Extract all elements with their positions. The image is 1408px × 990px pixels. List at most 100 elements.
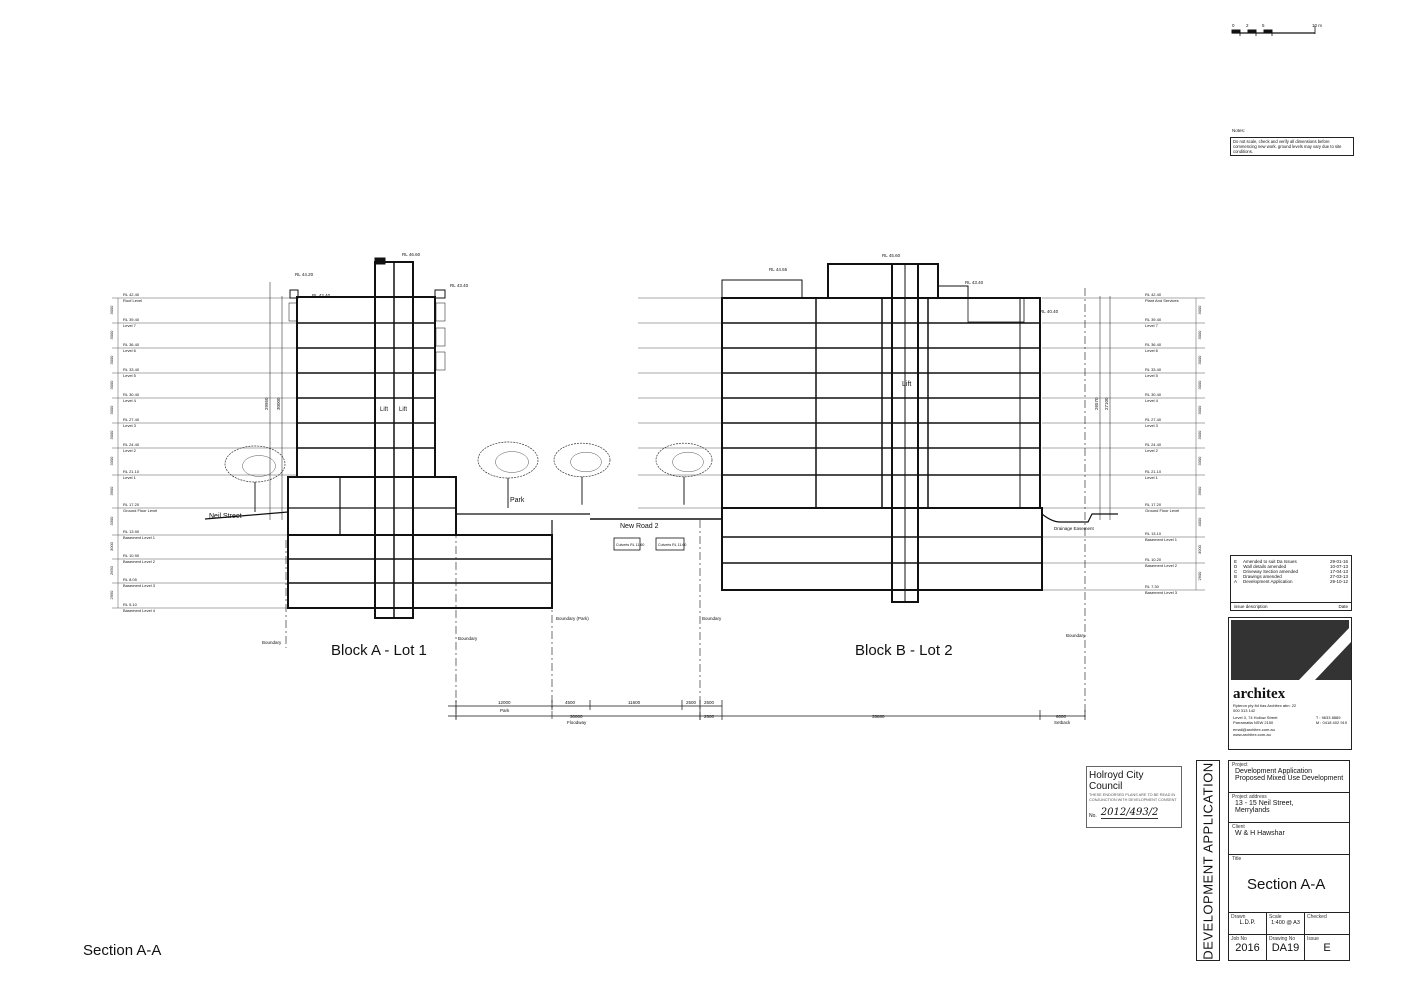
revision-desc: Wall details amended xyxy=(1243,564,1287,569)
left-level-name: Level 4 xyxy=(123,398,137,403)
drainage-label: Drainage Easement xyxy=(1054,526,1095,531)
left-level-rl: RL 36.40 xyxy=(123,342,140,347)
right-level-name: Basement Level 2 xyxy=(1145,563,1178,568)
revision-header-date: Date xyxy=(1338,604,1348,609)
drawn-value: L.D.P. xyxy=(1239,920,1256,926)
rl-b-roof1: RL 44.55 xyxy=(769,267,788,272)
left-level-rl: RL 27.40 xyxy=(123,417,140,422)
right-level-rl: RL 36.40 xyxy=(1145,342,1162,347)
revision-date: 17-04-13 xyxy=(1329,569,1348,574)
dim-row2-4: 6000 xyxy=(1056,714,1067,719)
development-application-text: DEVELOPMENT APPLICATION xyxy=(1200,761,1216,960)
left-level-dim: 3000 xyxy=(109,330,114,340)
left-level-dim: 3000 xyxy=(109,355,114,365)
left-level-rl: RL 5.10 xyxy=(123,602,138,607)
left-level-dim: 3000 xyxy=(109,305,114,315)
left-level-name: Level 1 xyxy=(123,475,137,480)
drawing-no-value: DA19 xyxy=(1271,941,1300,954)
left-level-rl: RL 39.40 xyxy=(123,317,140,322)
left-level-rl: RL 21.10 xyxy=(123,469,140,474)
left-level-rl: RL 13.90 xyxy=(123,529,140,534)
left-level-rl: RL 8.05 xyxy=(123,577,138,582)
right-level-rl: RL 13.10 xyxy=(1145,531,1162,536)
job-value: 2016 xyxy=(1235,941,1260,954)
revision-desc: Development Application xyxy=(1243,579,1293,584)
drawn-label: Drawn xyxy=(1231,914,1246,920)
new-road-label: New Road 2 xyxy=(620,523,659,530)
rl-top-a: RL 46.60 xyxy=(402,252,421,257)
dim-row2-3: 35880 xyxy=(872,714,885,719)
dim-row1-2: 4500 xyxy=(565,700,576,705)
boundary-label-2: Boundary xyxy=(458,636,478,641)
rl-b-roof3: RL 40.40 xyxy=(1040,309,1059,314)
architex-logo-icon xyxy=(1231,620,1351,680)
company-mobile: M : 0418 402 919 xyxy=(1315,720,1347,725)
left-level-rl: RL 33.40 xyxy=(123,367,140,372)
rl-a-roof1: RL 44.20 xyxy=(295,272,314,277)
scale-bar xyxy=(1231,26,1316,36)
culvert-box-1 xyxy=(613,537,641,551)
left-level-dim: 3000 xyxy=(109,380,114,390)
right-level-dim: 3000 xyxy=(1197,430,1202,440)
revision-code: C xyxy=(1234,569,1238,574)
left-level-dim: 3300 xyxy=(109,456,114,466)
project-line2: Proposed Mixed Use Development xyxy=(1235,775,1344,782)
revision-header-desc: issue description xyxy=(1234,604,1268,609)
job-label: Job No xyxy=(1231,935,1247,942)
height-b-2: 27100 xyxy=(1104,397,1109,410)
revision-code: A xyxy=(1234,579,1238,584)
left-level-rl: RL 24.40 xyxy=(123,442,140,447)
dim-floodway-caption: Floodway xyxy=(567,720,587,725)
right-level-rl: RL 17.20 xyxy=(1145,502,1162,507)
left-level-dim: 3000 xyxy=(109,541,114,551)
right-level-rl: RL 24.40 xyxy=(1145,442,1162,447)
right-level-dim: 3000 xyxy=(1197,355,1202,365)
dim-row1-5: 2500 xyxy=(704,700,715,705)
right-level-dim: 3000 xyxy=(1197,380,1202,390)
project-label: Project xyxy=(1232,762,1248,768)
revision-date: 29-01-16 xyxy=(1329,559,1348,564)
culvert-box-2 xyxy=(655,537,685,551)
right-level-dim: 3000 xyxy=(1197,405,1202,415)
company-name: architex xyxy=(1233,686,1286,702)
client-value: W & H Hawshar xyxy=(1235,830,1285,837)
boundary-markers xyxy=(285,288,1086,720)
left-level-dim: 2650 xyxy=(109,565,114,575)
left-level-dim: 3000 xyxy=(109,405,114,415)
left-level-dim: 3000 xyxy=(109,430,114,440)
dim-setback-caption: Setback xyxy=(1054,720,1071,725)
block-b-building xyxy=(721,263,1043,603)
company-address: Level 3, 74 Hollow Street Parramatta NSW… xyxy=(1233,715,1278,725)
lift-label-b: Lift xyxy=(902,381,911,388)
drawing-title: Section A-A xyxy=(1247,876,1326,893)
dim-row1-4: 2500 xyxy=(686,700,697,705)
boundary-label-3: Boundary xyxy=(702,616,722,621)
project-line1: Development Application xyxy=(1235,768,1313,775)
revision-desc: Amended to suit Da Issues xyxy=(1243,559,1297,564)
revision-code: D xyxy=(1234,564,1238,569)
dim-row1-1: 12000 xyxy=(498,700,511,705)
left-level-dim: 3900 xyxy=(109,486,114,496)
right-level-name: Level 6 xyxy=(1145,348,1159,353)
right-level-name: Level 7 xyxy=(1145,323,1159,328)
address-line1: 13 - 15 Neil Street, xyxy=(1235,800,1294,807)
height-a-1: 29950 xyxy=(264,397,269,410)
left-level-dim: 3300 xyxy=(109,516,114,526)
dim-row2-1: 30000 xyxy=(570,714,583,719)
lift-label-a1: Lift xyxy=(380,407,388,413)
right-level-dim: 3000 xyxy=(1197,330,1202,340)
left-level-name: Level 3 xyxy=(123,423,137,428)
right-level-rl: RL 27.40 xyxy=(1145,417,1162,422)
right-level-rl: RL 21.10 xyxy=(1145,469,1162,474)
client-label: Client xyxy=(1232,824,1245,830)
block-a-building xyxy=(287,257,553,619)
right-level-dim: 3000 xyxy=(1197,544,1202,554)
left-level-name: Basement Level 1 xyxy=(123,535,156,540)
rl-a-roof2: RL 42.40 xyxy=(312,293,331,298)
right-level-rl: RL 42.40 xyxy=(1145,292,1162,297)
height-b-1: 26570 xyxy=(1094,397,1099,410)
